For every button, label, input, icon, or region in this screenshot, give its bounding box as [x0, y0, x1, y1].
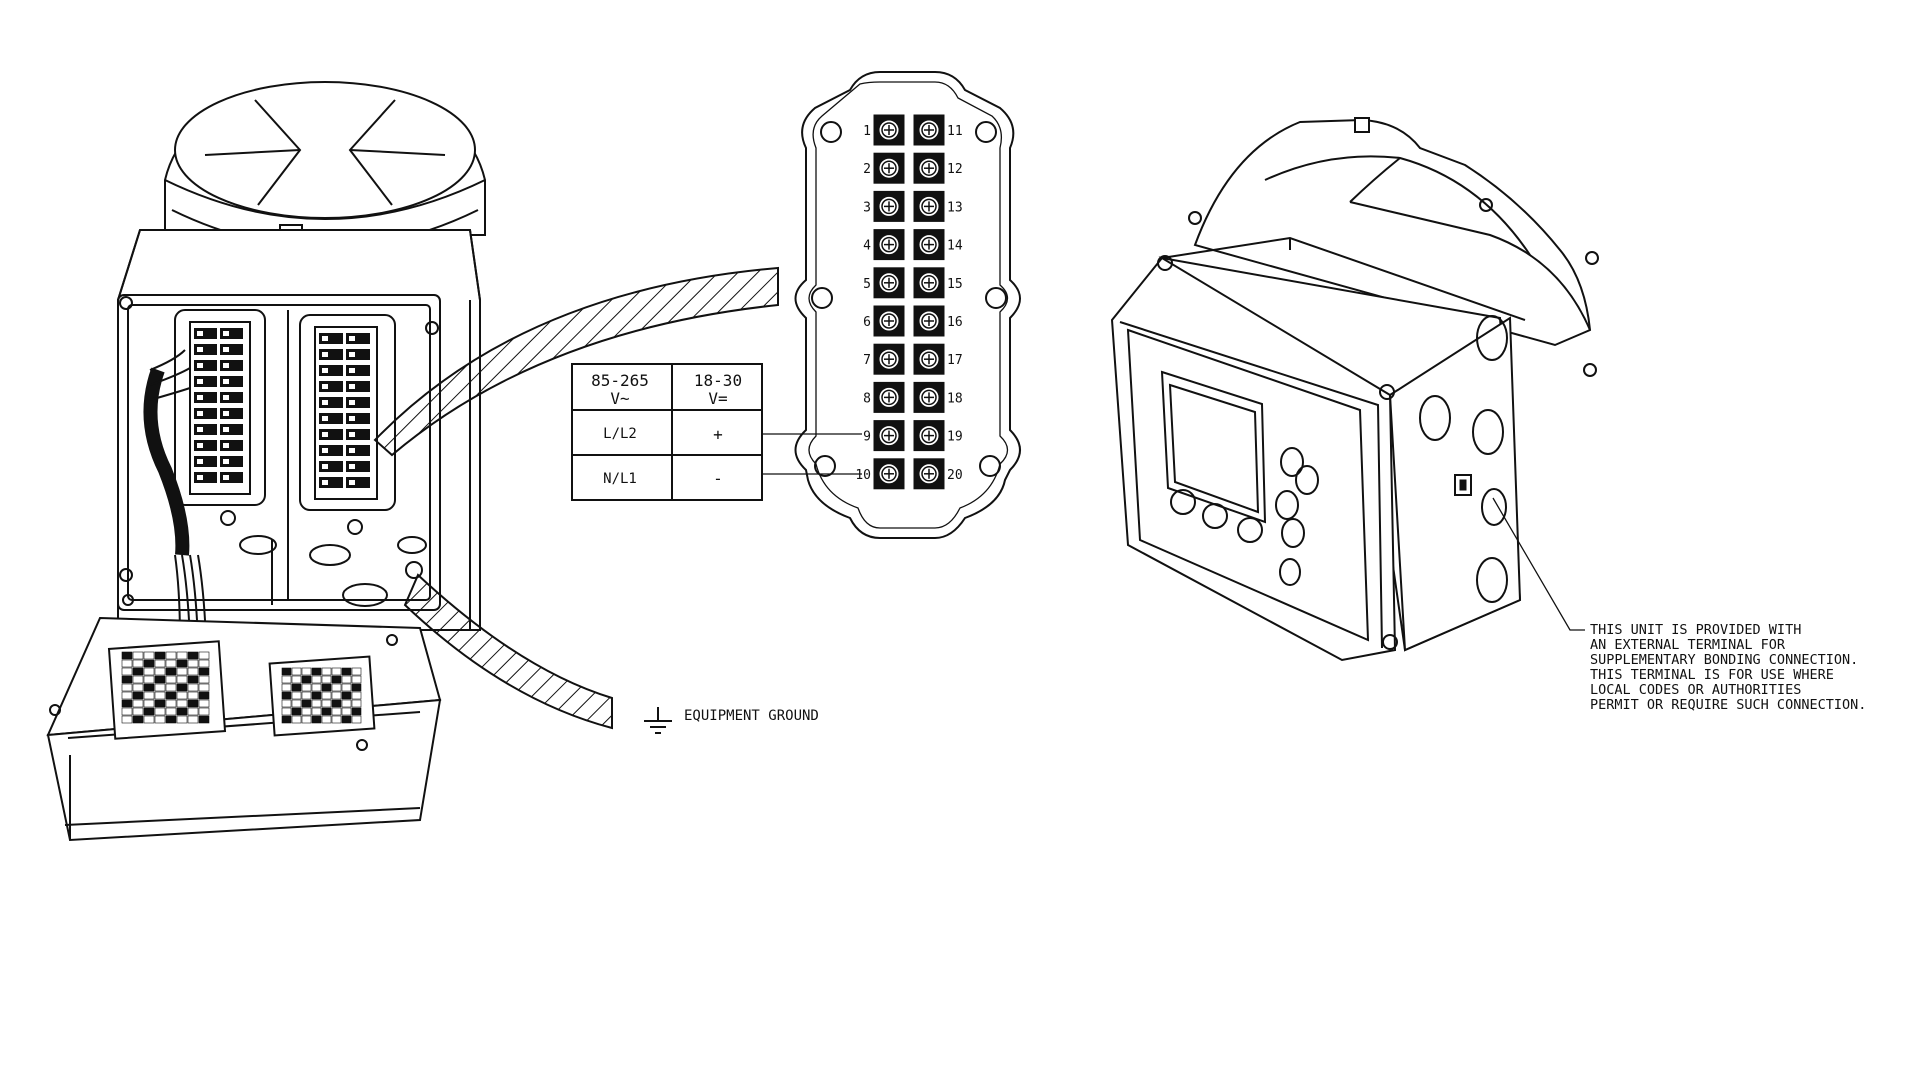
module-terminal-row [194, 472, 243, 483]
module-terminal-row [319, 461, 370, 472]
terminal-screw-6: 6 [863, 305, 905, 337]
module-terminal-row [194, 392, 243, 403]
ground-wire-ribbon [403, 573, 613, 730]
terminal-screw-9: 9 [863, 420, 905, 452]
ground-label: EQUIPMENT GROUND [684, 708, 819, 724]
row1-dc-label: + [713, 425, 723, 444]
terminal-number-17: 17 [947, 353, 963, 368]
terminal-screw-10: 10 [855, 458, 905, 490]
module-terminal-row [319, 413, 370, 424]
bonding-note-line: AN EXTERNAL TERMINAL FOR [1590, 637, 1786, 653]
enclosure-door [46, 594, 442, 842]
module-terminal-row [319, 381, 370, 392]
terminal-number-4: 4 [863, 239, 871, 254]
terminal-number-12: 12 [947, 162, 963, 177]
module-terminal-row [194, 456, 243, 467]
module-terminal-row [319, 333, 370, 344]
terminal-number-20: 20 [947, 468, 963, 483]
terminal-screw-7: 7 [863, 343, 905, 375]
supply-voltage-table: 85-265 V~ 18-30 V= L/L2 + N/L1 - [571, 363, 862, 501]
terminal-screw-11: 11 [913, 114, 963, 146]
equipment-ground: EQUIPMENT GROUND [644, 707, 819, 734]
module-terminal-row [194, 328, 243, 339]
terminal-number-15: 15 [947, 277, 963, 292]
bonding-note-line: THIS UNIT IS PROVIDED WITH [1590, 622, 1801, 638]
module-terminal-row [319, 445, 370, 456]
dc-unit-header: V= [708, 389, 727, 408]
terminal-number-6: 6 [863, 315, 871, 330]
module-terminal-row [319, 477, 370, 488]
module-terminal-row [194, 360, 243, 371]
bonding-note-line: THIS TERMINAL IS FOR USE WHERE [1590, 667, 1834, 683]
terminal-number-13: 13 [947, 200, 963, 215]
terminal-screw-19: 19 [913, 420, 963, 452]
terminal-screw-17: 17 [913, 343, 963, 375]
terminal-screw-13: 13 [913, 190, 963, 222]
module-terminal-row [194, 408, 243, 419]
terminal-screw-5: 5 [863, 267, 905, 299]
terminal-number-16: 16 [947, 315, 963, 330]
module-terminal-row [319, 365, 370, 376]
row2-dc-label: - [713, 469, 723, 488]
terminal-number-5: 5 [863, 277, 871, 292]
terminal-screw-1: 1 [863, 114, 905, 146]
dc-range-header: 18-30 [694, 371, 742, 390]
bonding-note-line: SUPPLEMENTARY BONDING CONNECTION. [1590, 652, 1858, 668]
terminal-screw-15: 15 [913, 267, 963, 299]
ac-range-header: 85-265 [591, 371, 649, 390]
terminal-number-7: 7 [863, 353, 871, 368]
module-terminal-row [194, 376, 243, 387]
terminal-screw-14: 14 [913, 229, 963, 261]
terminal-number-11: 11 [947, 124, 963, 139]
bonding-note-line: LOCAL CODES OR AUTHORITIES [1590, 682, 1801, 698]
terminal-screw-3: 3 [863, 190, 905, 222]
terminal-number-19: 19 [947, 430, 963, 445]
module-terminal-row [194, 440, 243, 451]
ac-unit-header: V~ [610, 389, 629, 408]
terminal-screw-8: 8 [863, 381, 905, 413]
module-terminal-row [319, 349, 370, 360]
terminal-screw-16: 16 [913, 305, 963, 337]
terminal-number-2: 2 [863, 162, 871, 177]
terminal-number-1: 1 [863, 124, 871, 139]
power-wire-ribbon [373, 266, 779, 457]
terminal-module-right [299, 314, 396, 511]
terminal-screw-12: 12 [913, 152, 963, 184]
terminal-number-14: 14 [947, 239, 963, 254]
open-enclosure-illustration [46, 81, 486, 842]
module-terminal-row [319, 397, 370, 408]
bonding-note-line: PERMIT OR REQUIRE SUCH CONNECTION. [1590, 697, 1866, 713]
door-label-grid [121, 651, 210, 724]
terminal-screw-2: 2 [863, 152, 905, 184]
terminal-screw-20: 20 [913, 458, 963, 490]
module-terminal-row [194, 424, 243, 435]
terminal-number-18: 18 [947, 391, 963, 406]
terminal-number-8: 8 [863, 391, 871, 406]
terminal-number-9: 9 [863, 430, 871, 445]
terminal-number-10: 10 [855, 468, 871, 483]
door-label-grid [281, 667, 362, 724]
terminal-screw-4: 4 [863, 229, 905, 261]
module-terminal-row [319, 429, 370, 440]
terminal-screw-18: 18 [913, 381, 963, 413]
terminal-module-left [174, 309, 266, 506]
row1-ac-label: L/L2 [603, 426, 637, 442]
terminal-number-3: 3 [863, 200, 871, 215]
closed-unit-illustration [1110, 117, 1599, 662]
module-terminal-row [194, 344, 243, 355]
row2-ac-label: N/L1 [603, 471, 637, 487]
